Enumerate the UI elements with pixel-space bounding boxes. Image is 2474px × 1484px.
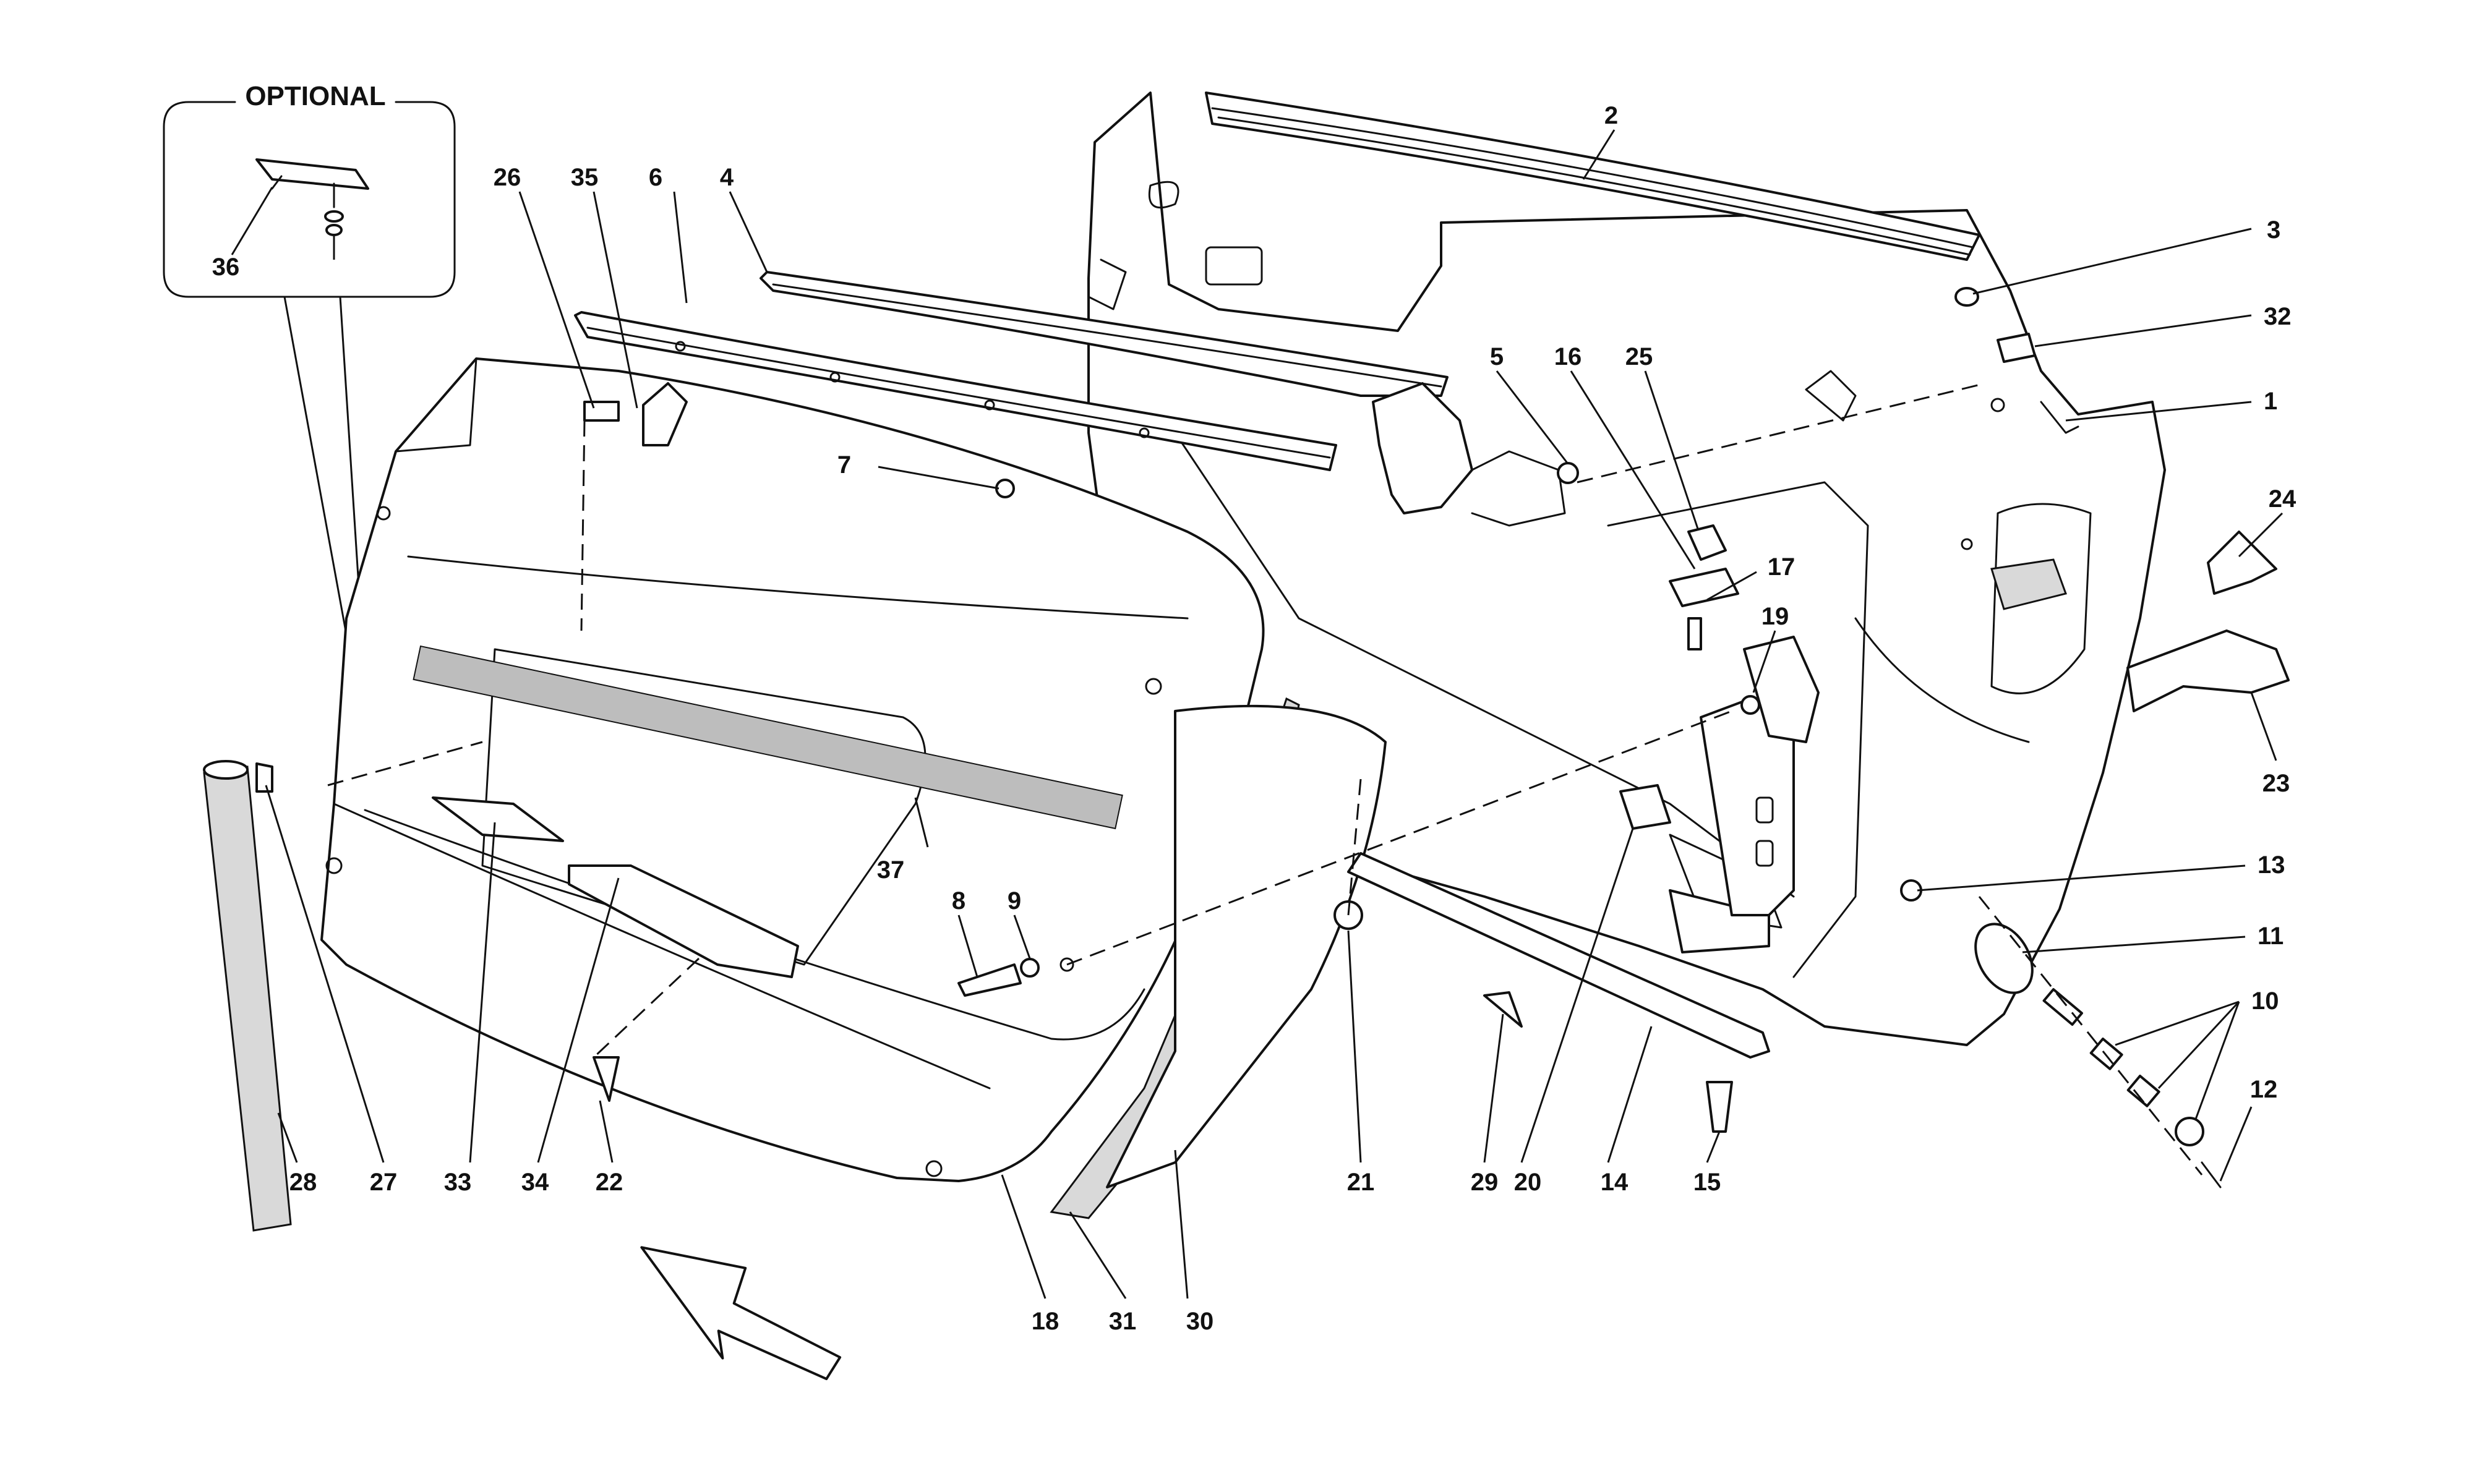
callout-25: 25 [1625, 343, 1653, 370]
callout-12: 12 [2250, 1076, 2278, 1103]
callout-2: 2 [1604, 102, 1618, 129]
armrest-pad-left [432, 796, 564, 842]
callout-14: 14 [1601, 1169, 1629, 1196]
callout-7: 7 [837, 451, 851, 479]
callout-29: 29 [1471, 1169, 1499, 1196]
callout-30: 30 [1186, 1308, 1214, 1335]
callout-24: 24 [2269, 485, 2296, 513]
callout-5: 5 [1490, 343, 1504, 370]
callout-13: 13 [2258, 851, 2285, 879]
regulator-bracket [1372, 382, 1566, 527]
callout-16: 16 [1554, 343, 1582, 370]
leader-lines [265, 129, 2284, 1299]
direction-arrow [640, 1246, 842, 1381]
callout-20: 20 [1514, 1169, 1542, 1196]
optional-box: OPTIONAL 36 [163, 81, 456, 780]
callout-37: 37 [877, 856, 905, 884]
optional-title: OPTIONAL [245, 81, 385, 111]
callout-32: 32 [2264, 303, 2292, 330]
upper-window-seal [1205, 92, 1980, 261]
callout-11: 11 [2258, 923, 2284, 950]
callout-10: 10 [2251, 987, 2279, 1015]
callout-27: 27 [370, 1169, 398, 1196]
armrest-pad-right [568, 864, 799, 978]
window-rail [760, 271, 1449, 397]
callout-31: 31 [1109, 1308, 1137, 1335]
callout-23: 23 [2262, 770, 2290, 797]
inner-belt-strip [574, 311, 1337, 471]
callout-15: 15 [1693, 1169, 1721, 1196]
callout-36: 36 [212, 254, 240, 281]
latch-bracket [1743, 636, 1820, 743]
callout-34: 34 [521, 1169, 549, 1196]
callout-18: 18 [1032, 1308, 1059, 1335]
callout-35: 35 [571, 164, 599, 191]
grab-handle-tube [203, 760, 292, 1232]
callout-8: 8 [952, 887, 965, 915]
callout-28: 28 [289, 1169, 317, 1196]
assembly-lines [327, 382, 2203, 1175]
panel-edge-seal [1050, 697, 1387, 1219]
callout-labels: 3 2 32 1 4 6 35 26 7 5 16 25 17 19 24 23… [289, 102, 2296, 1335]
callout-9: 9 [1008, 887, 1021, 915]
callout-3: 3 [2267, 216, 2280, 244]
callout-4: 4 [720, 164, 734, 191]
callout-33: 33 [444, 1169, 472, 1196]
callout-6: 6 [649, 164, 662, 191]
callout-21: 21 [1347, 1169, 1375, 1196]
callout-26: 26 [494, 164, 521, 191]
callout-19: 19 [1761, 603, 1789, 630]
optional-trim-plate [255, 158, 369, 236]
callout-17: 17 [1768, 553, 1796, 581]
callout-1: 1 [2264, 388, 2277, 415]
callout-22: 22 [596, 1169, 623, 1196]
sill-strip [1347, 852, 1770, 1059]
